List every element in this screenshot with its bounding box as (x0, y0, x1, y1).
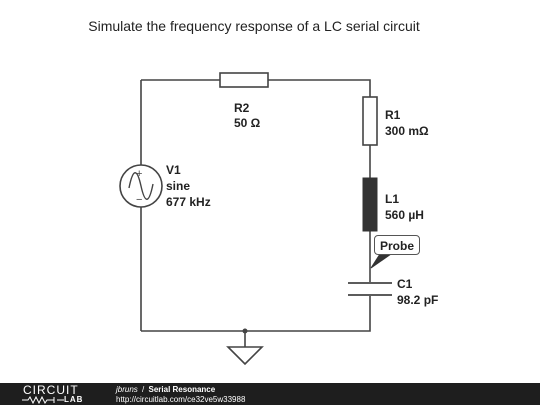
r2-resistor[interactable] (219, 72, 269, 88)
circuit-url-link[interactable]: http://circuitlab.com/ce32ve5w33988 (116, 395, 246, 404)
logo-circuit-text[interactable]: CIRCUIT (23, 383, 79, 397)
wire-top-right (268, 79, 371, 97)
plus-sign: + (136, 168, 142, 180)
footer-bar: CIRCUIT LAB jbruns / Serial Resonance ht… (0, 383, 540, 405)
v1-name: V1 (166, 163, 181, 177)
c1-name: C1 (397, 277, 413, 291)
credit-separator: / (142, 385, 145, 394)
r2-value: 50 Ω (234, 116, 261, 130)
logo-resistor-icon (22, 396, 64, 404)
c1-value: 98.2 pF (397, 293, 439, 307)
page-title: Simulate the frequency response of a LC … (88, 18, 420, 34)
schematic-svg: + − (119, 72, 393, 366)
l1-name: L1 (385, 192, 400, 206)
ground-icon (226, 346, 264, 366)
logo-lab-text: LAB (64, 395, 84, 404)
credit-line: jbruns / Serial Resonance (116, 385, 215, 394)
circuit-title-link[interactable]: Serial Resonance (148, 385, 216, 394)
wire-c1-bottom (141, 296, 371, 332)
author-link[interactable]: jbruns (116, 385, 138, 394)
r1-value: 300 mΩ (385, 124, 429, 138)
r2-name: R2 (234, 101, 250, 115)
minus-sign: − (136, 194, 142, 206)
l1-inductor[interactable] (362, 177, 378, 232)
junction-dot (242, 328, 248, 334)
r1-name: R1 (385, 108, 401, 122)
r1-resistor[interactable] (362, 96, 378, 146)
l1-value: 560 µH (385, 208, 424, 222)
v1-value: 677 kHz (166, 195, 211, 209)
v1-sine-source[interactable]: + − (119, 164, 163, 208)
probe-label[interactable]: Probe (374, 235, 420, 255)
v1-type: sine (166, 179, 191, 193)
schematic-canvas: + − (119, 72, 393, 366)
probe-pointer (370, 253, 393, 269)
c1-capacitor[interactable] (348, 282, 392, 296)
